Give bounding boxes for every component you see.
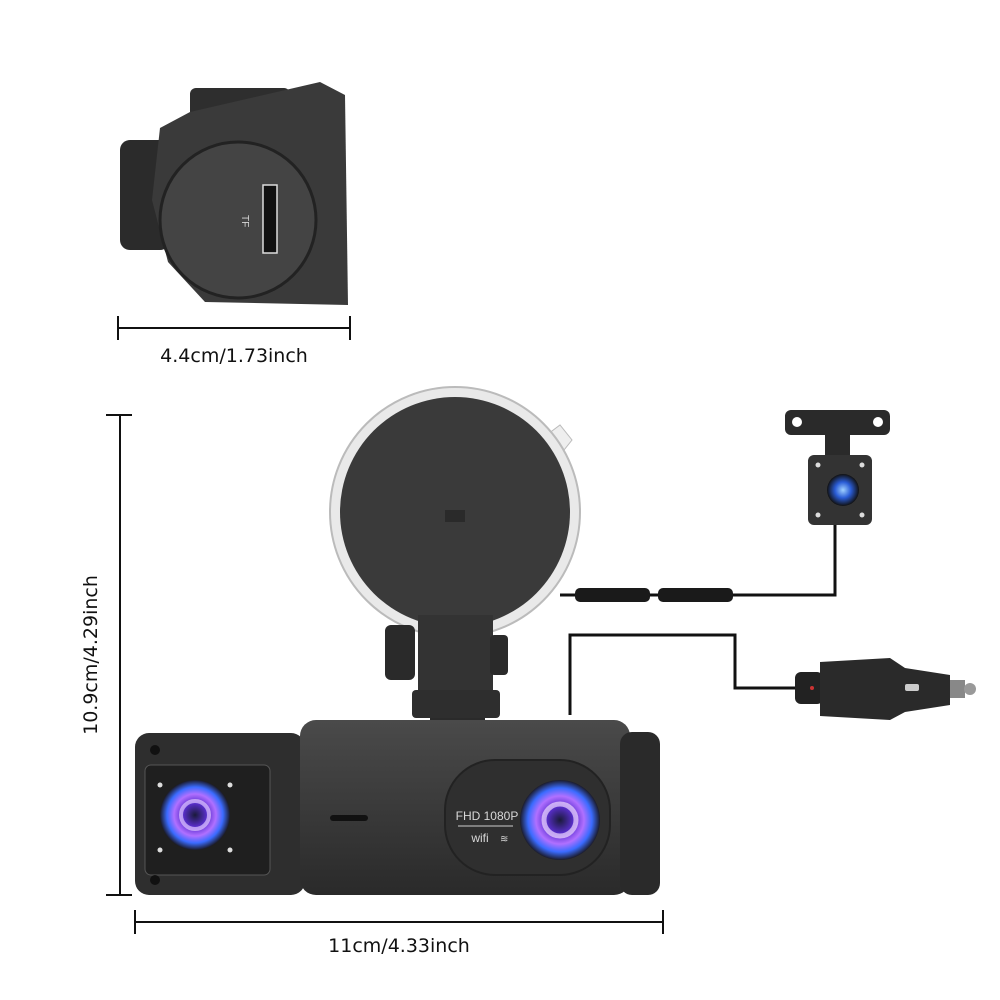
cables	[560, 525, 837, 715]
interior-camera-module	[135, 733, 305, 895]
top-width-dimension: 4.4cm/1.73inch	[117, 316, 351, 367]
tf-slot-label: TF	[239, 215, 250, 227]
car-charger	[795, 658, 976, 720]
bottom-width-dimension: 11cm/4.33inch	[134, 910, 664, 957]
cable-connector-left	[575, 588, 650, 602]
top-width-label: 4.4cm/1.73inch	[160, 345, 308, 367]
front-lens	[520, 780, 600, 860]
rear-camera	[785, 410, 890, 525]
interior-lens	[160, 780, 230, 850]
wifi-label: wifi	[470, 831, 488, 845]
wifi-icon: ≋	[500, 834, 508, 845]
suction-mount	[329, 386, 581, 758]
bottom-width-label: 11cm/4.33inch	[328, 935, 470, 957]
side-view-camera: TF	[120, 82, 348, 305]
cable-connector-right	[658, 588, 733, 602]
height-dimension: 10.9cm/4.29inch	[80, 414, 132, 896]
height-label: 10.9cm/4.29inch	[80, 575, 102, 735]
resolution-label: FHD 1080P	[456, 809, 519, 823]
main-camera-body: FHD 1080P wifi ≋	[300, 720, 660, 895]
